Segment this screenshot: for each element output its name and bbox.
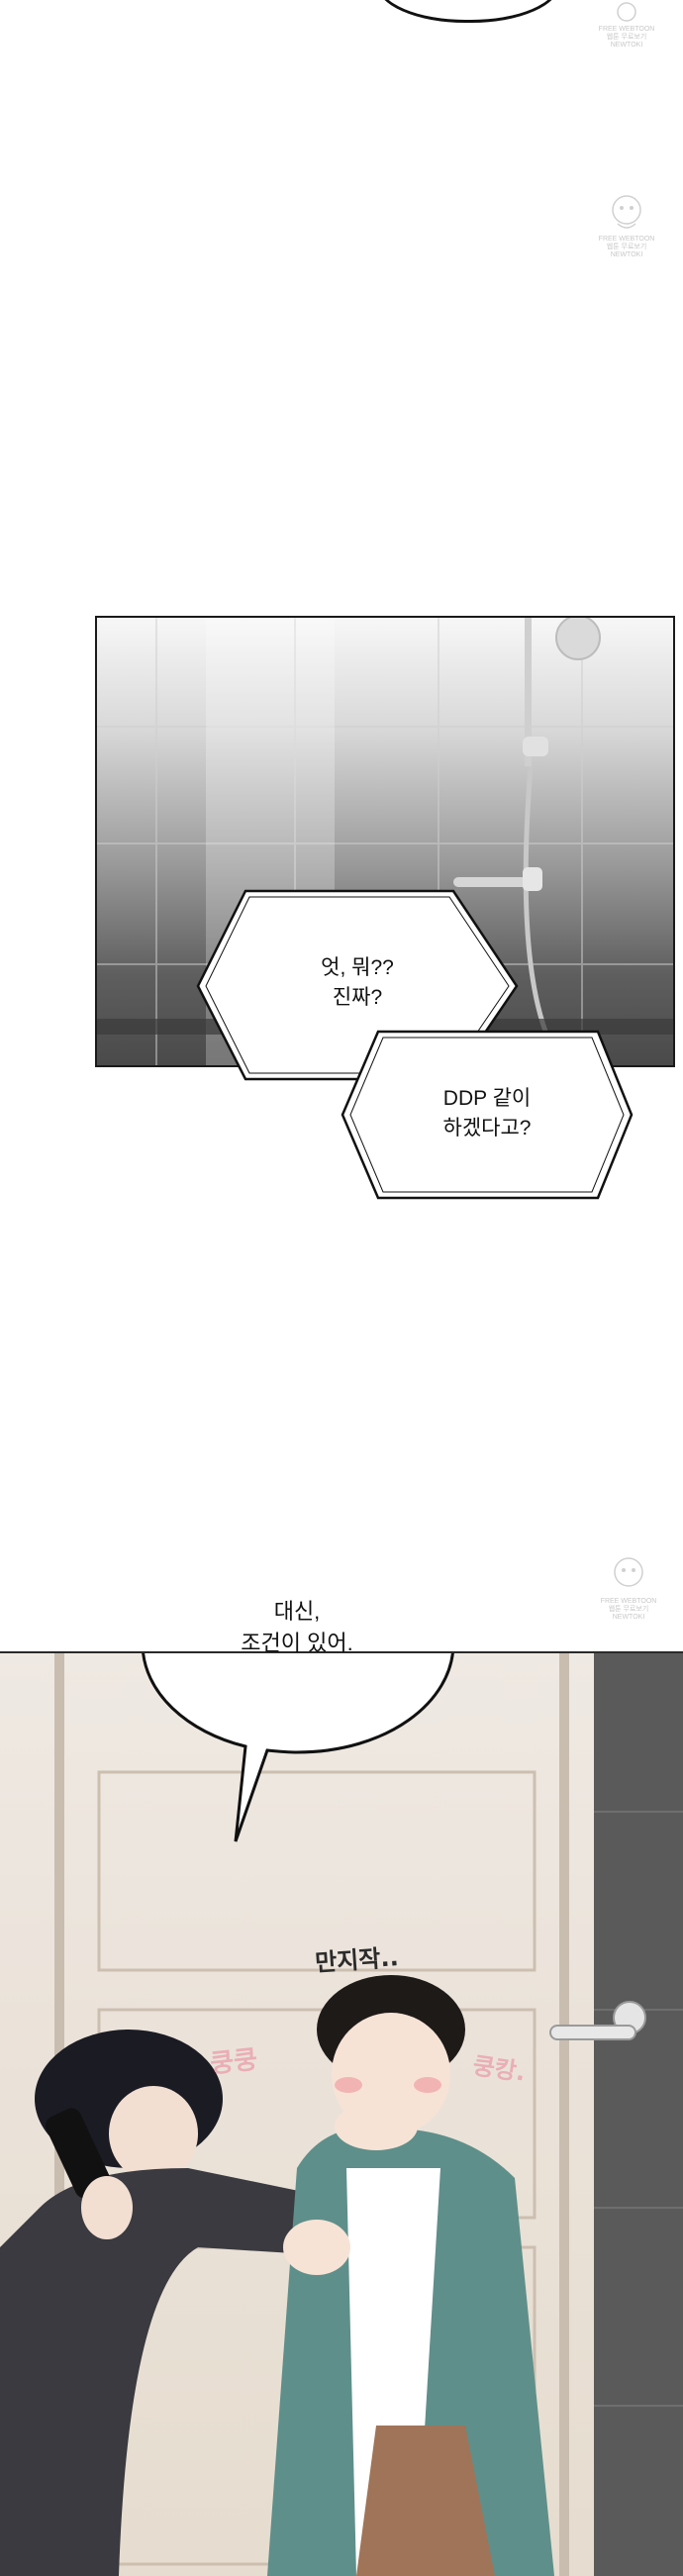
watermark-text: FREE WEBTOON 웹툰 무료보기 NEWTOKI [598, 26, 655, 49]
sfx-touch: 만지작.. [314, 1943, 400, 1977]
hex-bubble-2-text: DDP 같이 하겠다고? [442, 1087, 532, 1139]
door-scene [0, 1653, 683, 2576]
sfx-thump-left: 쿵쿵 [208, 2044, 259, 2080]
watermark-icon [614, 1557, 643, 1587]
watermark-text: FREE WEBTOON 웹툰 무료보기 NEWTOKI [600, 1598, 657, 1621]
watermark-icon [617, 2, 636, 22]
door-panel: 만지작.. 쿵쿵 쿵캉. [0, 1651, 683, 2576]
speech-bubble-text: 대신, 조건이 있어. [241, 1599, 353, 1655]
speech-bubble [142, 1653, 454, 1842]
watermark-text: FREE WEBTOON 웹툰 무료보기 NEWTOKI [598, 236, 655, 258]
watermark-icon [612, 195, 641, 229]
watermark: FREE WEBTOON 웹툰 무료보기 NEWTOKI [592, 190, 661, 289]
hex-bubble-1-text: 엇, 뭐?? 진짜? [321, 956, 394, 1009]
hex-bubble-2 [341, 1030, 634, 1200]
left-character [0, 2030, 356, 2576]
bathroom-panel [95, 616, 675, 1067]
right-character [267, 1975, 554, 2576]
top-speech-bubble-fragment [376, 0, 560, 23]
watermark: FREE WEBTOON 웹툰 무료보기 NEWTOKI [592, 0, 661, 99]
watermark: FREE WEBTOON 웹툰 무료보기 NEWTOKI [594, 1552, 663, 1651]
sfx-thump-right: 쿵캉. [470, 2051, 528, 2087]
